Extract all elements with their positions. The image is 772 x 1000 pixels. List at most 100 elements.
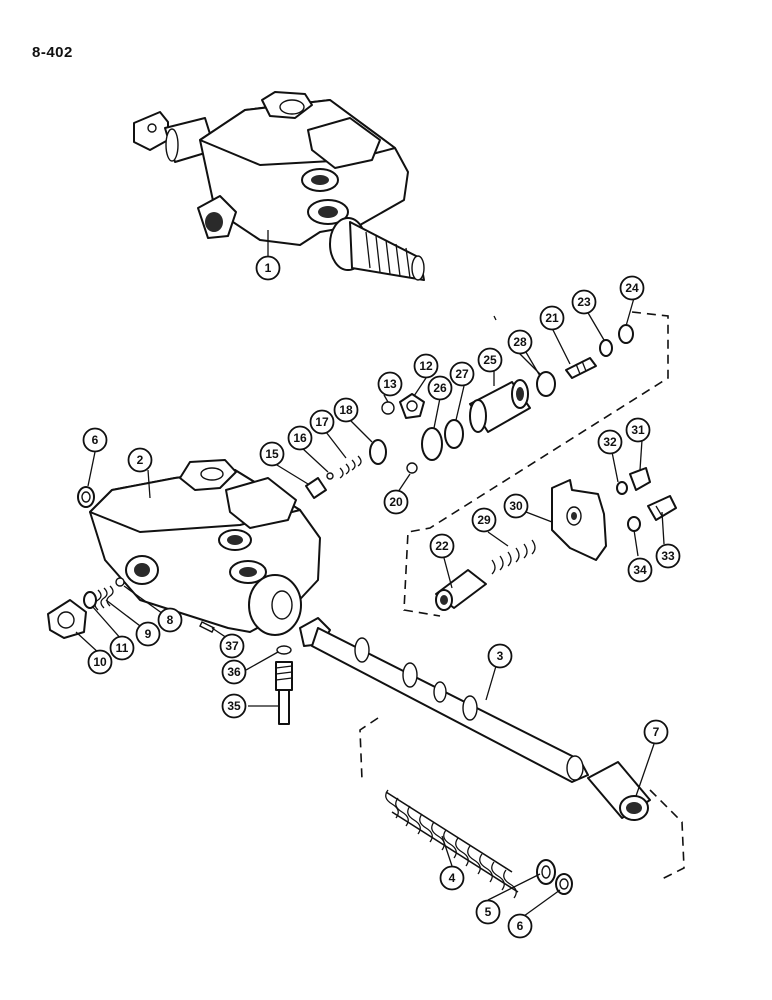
callout-28: 28 xyxy=(507,329,533,355)
plug-35 xyxy=(275,661,293,725)
seal-18 xyxy=(369,439,387,465)
callout-4: 4 xyxy=(439,865,465,891)
svg-text:5: 5 xyxy=(485,905,492,919)
callout-31: 31 xyxy=(625,417,651,443)
snap-ring-24 xyxy=(618,324,634,344)
svg-text:24: 24 xyxy=(625,281,639,295)
leader-lines xyxy=(75,230,665,917)
spring-kit-dashed-outline xyxy=(359,717,685,881)
spring-17 xyxy=(339,455,362,479)
svg-text:7: 7 xyxy=(653,725,660,739)
page-number: 8-402 xyxy=(32,44,73,61)
valve-assembly-1 xyxy=(133,91,425,281)
spring-4 xyxy=(385,789,519,899)
detent-plate-30 xyxy=(551,479,607,561)
svg-text:2: 2 xyxy=(137,453,144,467)
svg-text:6: 6 xyxy=(92,433,99,447)
callout-15: 15 xyxy=(259,441,285,467)
callout-21: 21 xyxy=(539,305,565,331)
callout-11: 11 xyxy=(109,635,135,661)
callout-6-upper: 6 xyxy=(82,427,108,453)
callout-26: 26 xyxy=(427,375,453,401)
svg-text:33: 33 xyxy=(661,549,675,563)
callout-32: 32 xyxy=(597,429,623,455)
svg-text:3: 3 xyxy=(497,649,504,663)
callout-9: 9 xyxy=(135,621,161,647)
svg-text:6: 6 xyxy=(517,919,524,933)
callout-17: 17 xyxy=(309,409,335,435)
svg-text:10: 10 xyxy=(93,655,107,669)
poppet-15 xyxy=(305,477,327,499)
svg-text:9: 9 xyxy=(145,627,152,641)
washer-32 xyxy=(616,481,628,495)
callout-29: 29 xyxy=(471,507,497,533)
ball-20 xyxy=(406,462,418,474)
washer-26 xyxy=(421,427,443,461)
svg-text:12: 12 xyxy=(419,359,433,373)
callout-22: 22 xyxy=(429,533,455,559)
plug-12 xyxy=(399,393,425,419)
svg-text:25: 25 xyxy=(483,353,497,367)
fitting-10 xyxy=(47,599,87,639)
svg-text:18: 18 xyxy=(339,403,353,417)
o-ring-11 xyxy=(83,591,97,609)
svg-text:28: 28 xyxy=(513,335,527,349)
callout-18: 18 xyxy=(333,397,359,423)
spool-3 xyxy=(299,617,589,783)
callout-2: 2 xyxy=(127,447,153,473)
callout-34: 34 xyxy=(627,557,653,583)
callout-5: 5 xyxy=(475,899,501,925)
valve-body-2 xyxy=(89,459,321,636)
callout-30: 30 xyxy=(503,493,529,519)
callout-36: 36 xyxy=(221,659,247,685)
pin-37 xyxy=(199,621,215,633)
callout-8: 8 xyxy=(157,607,183,633)
callout-1: 1 xyxy=(255,255,281,281)
svg-text:4: 4 xyxy=(449,871,456,885)
callout-24: 24 xyxy=(619,275,645,301)
callout-10: 10 xyxy=(87,649,113,675)
svg-text:27: 27 xyxy=(455,367,469,381)
bolt-33 xyxy=(647,495,677,521)
washer-34 xyxy=(627,516,641,532)
callout-6-lower: 6 xyxy=(507,913,533,939)
svg-text:20: 20 xyxy=(389,495,403,509)
sleeve-7 xyxy=(587,761,651,821)
ring-27 xyxy=(444,419,464,449)
svg-text:36: 36 xyxy=(227,665,241,679)
svg-text:13: 13 xyxy=(383,377,397,391)
svg-text:37: 37 xyxy=(225,639,239,653)
svg-text:29: 29 xyxy=(477,513,491,527)
callout-20: 20 xyxy=(383,489,409,515)
svg-text:31: 31 xyxy=(631,423,645,437)
svg-text:1: 1 xyxy=(265,261,272,275)
ball-16 xyxy=(326,472,334,480)
callout-12: 12 xyxy=(413,353,439,379)
detent-housing-25 xyxy=(469,379,531,433)
svg-text:35: 35 xyxy=(227,699,241,713)
spring-9 xyxy=(94,585,114,611)
stud-21 xyxy=(565,357,597,379)
callout-27: 27 xyxy=(449,361,475,387)
o-ring-13 xyxy=(381,401,395,415)
callout-23: 23 xyxy=(571,289,597,315)
callout-35: 35 xyxy=(221,693,247,719)
ball-8 xyxy=(115,577,125,587)
svg-text:21: 21 xyxy=(545,311,559,325)
callout-16: 16 xyxy=(287,425,313,451)
svg-text:11: 11 xyxy=(116,641,129,655)
bolt-31 xyxy=(629,467,651,491)
svg-text:17: 17 xyxy=(315,415,329,429)
svg-text:15: 15 xyxy=(265,447,279,461)
snap-ring-28 xyxy=(536,371,556,397)
sleeve-22 xyxy=(435,569,487,611)
svg-text:8: 8 xyxy=(167,613,174,627)
callout-7: 7 xyxy=(643,719,669,745)
callout-13: 13 xyxy=(377,371,403,397)
o-ring-36 xyxy=(276,645,292,655)
o-ring-23 xyxy=(599,339,613,357)
svg-text:34: 34 xyxy=(633,563,647,577)
svg-text:32: 32 xyxy=(603,435,617,449)
